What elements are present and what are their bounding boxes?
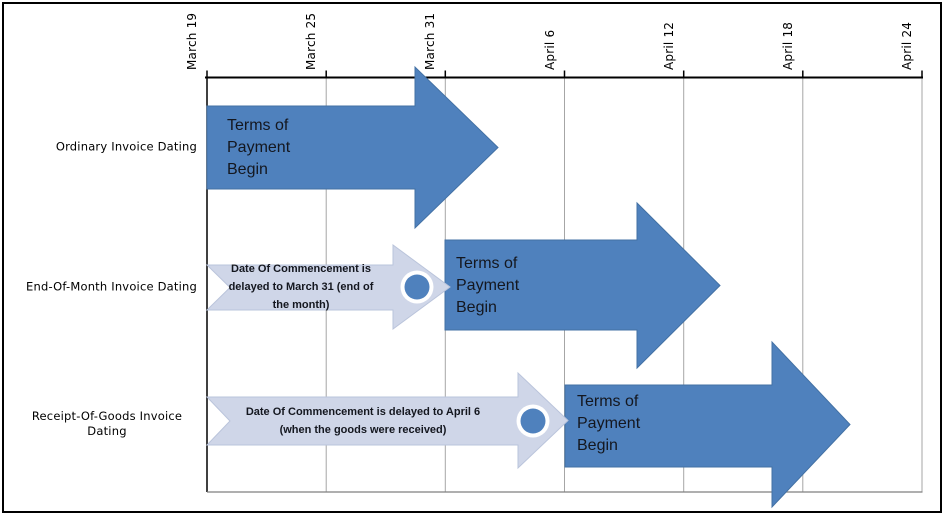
commencement-circle-end-of-month — [404, 274, 430, 300]
axis-date-label: March 25 — [304, 12, 319, 70]
category-label-receipt-of-goods: Receipt-Of-Goods Invoice Dating — [31, 409, 183, 438]
axis-date-label: April 12 — [661, 21, 676, 70]
axis-date-label: March 19 — [185, 12, 199, 70]
commencement-circle-receipt-of-goods — [520, 408, 546, 434]
axis-date-label: April 18 — [780, 21, 795, 70]
delay-text-receipt-of-goods: Date Of Commencement is delayed to April… — [245, 406, 481, 436]
delay-text-end-of-month: Date Of Commencement is delayed to March… — [228, 263, 374, 311]
axis-date-label: March 31 — [423, 12, 438, 70]
category-label-ordinary: Ordinary Invoice Dating — [55, 139, 197, 154]
terms-arrow-receipt-of-goods — [564, 340, 851, 509]
delay-arrow-receipt-of-goods — [205, 371, 569, 470]
terms-text-end-of-month: Terms of Payment Begin — [456, 255, 520, 316]
category-label-end-of-month: End-Of-Month Invoice Dating — [25, 279, 197, 294]
terms-text-ordinary: Terms of Payment Begin — [227, 117, 291, 178]
terms-arrow-end-of-month — [444, 201, 721, 370]
axis-date-label: April 24 — [900, 21, 914, 70]
axis-date-label: April 6 — [542, 29, 557, 70]
terms-arrow-ordinary — [206, 65, 499, 230]
terms-text-receipt-of-goods: Terms of Payment Begin — [577, 393, 641, 454]
delay-arrow-end-of-month — [205, 244, 451, 330]
